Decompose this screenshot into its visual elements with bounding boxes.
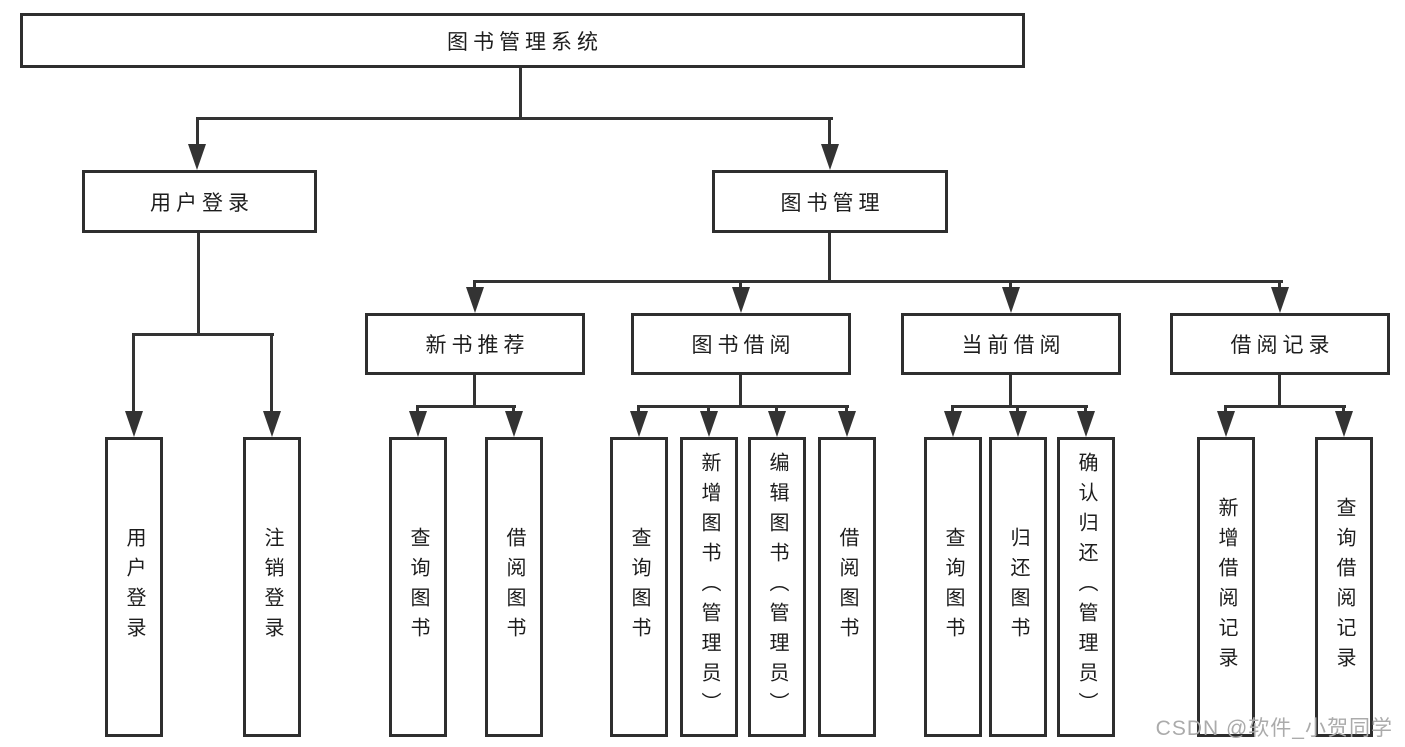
node-label: 用户登录	[123, 527, 145, 647]
connector-line	[828, 233, 831, 283]
node-label: 当前借阅	[961, 334, 1066, 357]
node-label: 新增借阅记录	[1215, 497, 1237, 677]
connector-line	[828, 119, 831, 147]
node-label: 用户登录	[150, 191, 254, 215]
arrowhead-down-icon	[700, 411, 718, 437]
connector-line	[270, 336, 273, 413]
connector-line	[132, 333, 274, 336]
connector-line	[739, 375, 742, 408]
connector-line	[1084, 408, 1087, 413]
node-label: 查询借阅记录	[1333, 497, 1355, 677]
node-user-login: 用户登录	[82, 170, 317, 233]
node-label: 图书管理	[780, 191, 885, 215]
connector-line	[951, 405, 1088, 408]
node-label: 注销登录	[261, 527, 283, 647]
connector-line	[707, 408, 710, 413]
leaf-edit-books-admin: 编辑图书（管理员）	[748, 437, 806, 737]
node-label: 编辑图书（管理员）	[766, 452, 788, 722]
node-book-management: 图书管理	[712, 170, 948, 233]
leaf-logout: 注销登录	[243, 437, 301, 737]
leaf-borrow-books: 借阅图书	[818, 437, 876, 737]
node-label: 查询图书	[942, 527, 964, 647]
connector-line	[637, 408, 640, 413]
arrowhead-down-icon	[732, 287, 750, 313]
node-label: 查询图书	[407, 527, 429, 647]
connector-line	[1009, 283, 1012, 289]
node-label: 借阅图书	[503, 527, 525, 647]
connector-line	[637, 405, 849, 408]
arrowhead-down-icon	[768, 411, 786, 437]
connector-line	[196, 119, 199, 147]
leaf-confirm-return-admin: 确认归还（管理员）	[1057, 437, 1115, 737]
node-label: 借阅记录	[1230, 334, 1335, 357]
node-current-borrow: 当前借阅	[901, 313, 1121, 375]
connector-line	[1224, 408, 1227, 413]
connector-line	[845, 408, 848, 413]
node-root-system: 图书管理系统	[20, 13, 1025, 68]
csdn-watermark: CSDN @软件_小贺同学	[1155, 717, 1393, 740]
arrowhead-down-icon	[188, 144, 206, 170]
arrowhead-down-icon	[944, 411, 962, 437]
node-borrow-record: 借阅记录	[1170, 313, 1390, 375]
connector-line	[1224, 405, 1346, 408]
node-label: 新书推荐	[425, 334, 530, 357]
leaf-user-login: 用户登录	[105, 437, 163, 737]
connector-line	[519, 68, 522, 119]
connector-line	[1278, 375, 1281, 408]
arrowhead-down-icon	[1002, 287, 1020, 313]
connector-line	[416, 408, 419, 413]
connector-line	[1009, 375, 1012, 408]
connector-line	[473, 283, 476, 289]
arrowhead-down-icon	[1271, 287, 1289, 313]
arrowhead-down-icon	[263, 411, 281, 437]
connector-line	[1016, 408, 1019, 413]
connector-line	[473, 375, 476, 408]
arrowhead-down-icon	[125, 411, 143, 437]
node-label: 查询图书	[628, 527, 650, 647]
arrowhead-down-icon	[409, 411, 427, 437]
leaf-return-books: 归还图书	[989, 437, 1047, 737]
leaf-query-books-borrow: 查询图书	[610, 437, 668, 737]
arrowhead-down-icon	[821, 144, 839, 170]
leaf-add-borrow-record: 新增借阅记录	[1197, 437, 1255, 737]
connector-line	[1278, 283, 1281, 289]
node-book-borrow: 图书借阅	[631, 313, 851, 375]
node-label: 图书管理系统	[447, 30, 603, 54]
arrowhead-down-icon	[838, 411, 856, 437]
node-label: 确认归还（管理员）	[1075, 452, 1097, 722]
node-label: 借阅图书	[836, 527, 858, 647]
connector-line	[132, 336, 135, 413]
arrowhead-down-icon	[1217, 411, 1235, 437]
node-new-book-recommend: 新书推荐	[365, 313, 585, 375]
connector-line	[512, 408, 515, 413]
connector-line	[197, 233, 200, 336]
connector-line	[473, 280, 1283, 283]
connector-line	[416, 405, 516, 408]
connector-line	[775, 408, 778, 413]
arrowhead-down-icon	[505, 411, 523, 437]
leaf-borrow-books-recommend: 借阅图书	[485, 437, 543, 737]
node-label: 新增图书（管理员）	[698, 452, 720, 722]
arrowhead-down-icon	[466, 287, 484, 313]
connector-line	[196, 117, 833, 120]
arrowhead-down-icon	[1009, 411, 1027, 437]
leaf-query-books-current: 查询图书	[924, 437, 982, 737]
arrowhead-down-icon	[630, 411, 648, 437]
arrowhead-down-icon	[1335, 411, 1353, 437]
connector-line	[951, 408, 954, 413]
leaf-query-borrow-record: 查询借阅记录	[1315, 437, 1373, 737]
leaf-query-books-recommend: 查询图书	[389, 437, 447, 737]
connector-line	[1342, 408, 1345, 413]
connector-line	[739, 283, 742, 289]
arrowhead-down-icon	[1077, 411, 1095, 437]
leaf-add-books-admin: 新增图书（管理员）	[680, 437, 738, 737]
node-label: 图书借阅	[691, 334, 796, 357]
node-label: 归还图书	[1007, 527, 1029, 647]
